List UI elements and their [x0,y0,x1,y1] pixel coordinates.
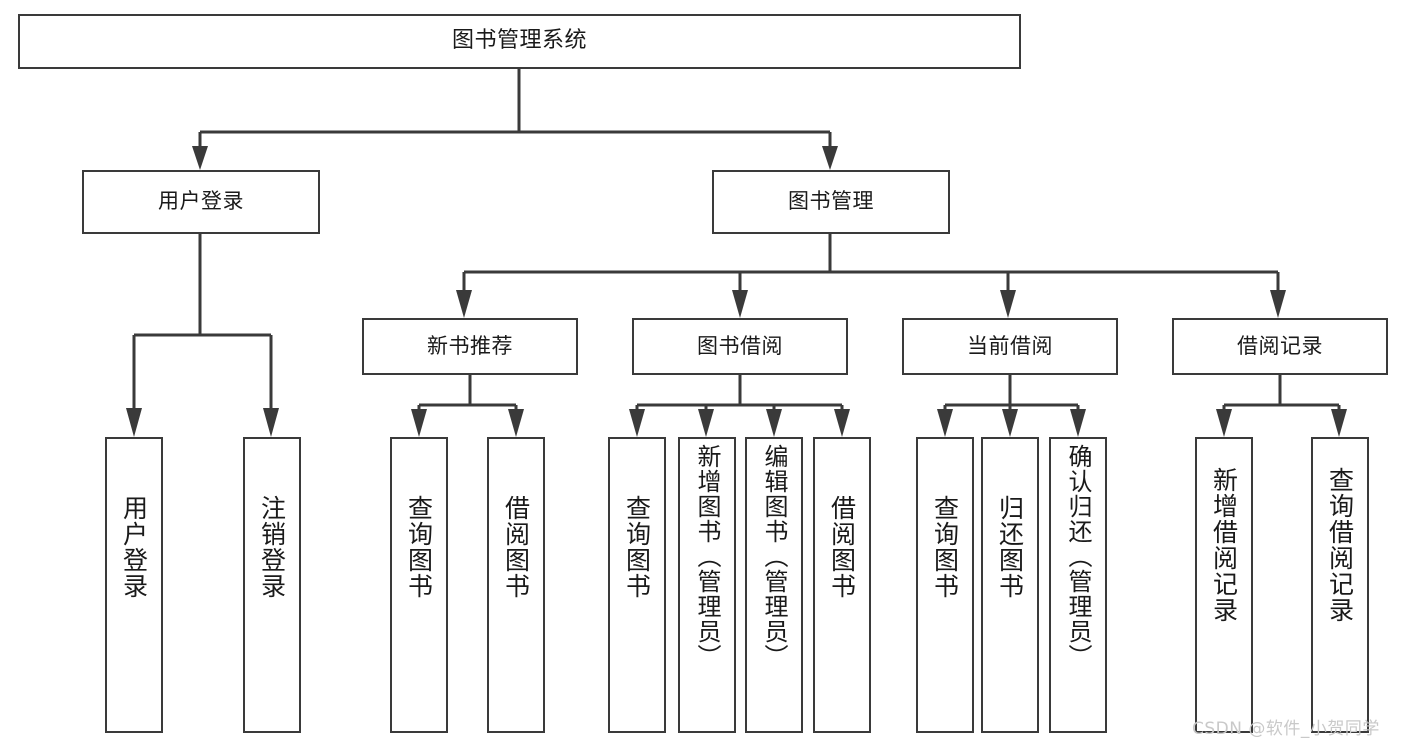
node-label: 当前借阅 [967,333,1053,358]
node-label: 借阅记录 [1237,333,1323,358]
node-label: 注销登录 [257,495,287,599]
node-leaf-query-book-new-recommend[interactable]: 查询图书 [390,437,448,733]
arrowhead-leaf-query-record [1331,409,1347,437]
arrowhead-current-borrow [1000,290,1016,318]
csdn-watermark: CSDN @软件_小贺同学 [1192,719,1380,739]
arrowhead-leaf-query-book-2 [629,409,645,437]
arrowhead-leaf-return-book [1002,409,1018,437]
node-leaf-add-borrow-record[interactable]: 新增借阅记录 [1195,437,1253,733]
node-label: 用户登录 [158,189,244,214]
node-label: 新增借阅记录 [1209,467,1239,623]
node-label: 查询图书 [404,495,434,599]
node-book-manage[interactable]: 图书管理 [712,170,950,234]
node-leaf-query-book-borrow[interactable]: 查询图书 [608,437,666,733]
node-label: 查询借阅记录 [1325,467,1355,623]
node-leaf-logout[interactable]: 注销登录 [243,437,301,733]
node-new-book-recommend[interactable]: 新书推荐 [362,318,578,375]
node-user-login[interactable]: 用户登录 [82,170,320,234]
arrowhead-leaf-borrow-book-1 [508,409,524,437]
node-leaf-add-book[interactable]: 新增图书（管理员） [678,437,736,733]
arrowhead-book-manage [822,146,838,170]
node-label: 新增图书（管理员） [693,444,721,669]
arrowhead-leaf-borrow-book-2 [834,409,850,437]
arrowhead-leaf-logout [263,408,279,437]
node-label: 用户登录 [119,495,149,599]
arrowhead-leaf-edit-book [766,409,782,437]
arrowhead-new-book-recommend [456,290,472,318]
node-label: 图书借阅 [697,333,783,358]
node-borrow-record[interactable]: 借阅记录 [1172,318,1388,375]
arrowhead-book-borrow [732,290,748,318]
node-leaf-borrow-book-borrow[interactable]: 借阅图书 [813,437,871,733]
node-leaf-query-borrow-record[interactable]: 查询借阅记录 [1311,437,1369,733]
node-label: 借阅图书 [501,495,531,599]
node-leaf-query-book-current[interactable]: 查询图书 [916,437,974,733]
node-leaf-user-login[interactable]: 用户登录 [105,437,163,733]
node-label: 新书推荐 [427,333,513,358]
node-leaf-borrow-book-new-recommend[interactable]: 借阅图书 [487,437,545,733]
arrowhead-leaf-query-book-3 [937,409,953,437]
node-label: 编辑图书（管理员） [760,444,788,669]
node-label: 图书管理系统 [451,28,587,54]
arrowhead-leaf-confirm-return [1070,409,1086,437]
node-book-borrow[interactable]: 图书借阅 [632,318,848,375]
node-leaf-edit-book[interactable]: 编辑图书（管理员） [745,437,803,733]
node-label: 查询图书 [930,495,960,599]
arrowhead-leaf-user-login [126,408,142,437]
arrowhead-user-login [192,146,208,170]
node-label: 确认归还（管理员） [1064,444,1092,669]
node-leaf-return-book[interactable]: 归还图书 [981,437,1039,733]
node-label: 图书管理 [788,189,874,214]
node-label: 查询图书 [622,495,652,599]
arrowhead-leaf-add-book [698,409,714,437]
node-label: 归还图书 [995,495,1025,599]
node-leaf-confirm-return[interactable]: 确认归还（管理员） [1049,437,1107,733]
arrowhead-leaf-add-record [1216,409,1232,437]
node-current-borrow[interactable]: 当前借阅 [902,318,1118,375]
arrowhead-leaf-query-book-1 [411,409,427,437]
node-label: 借阅图书 [827,495,857,599]
arrowhead-borrow-record [1270,290,1286,318]
node-root-book-management-system[interactable]: 图书管理系统 [18,14,1021,69]
